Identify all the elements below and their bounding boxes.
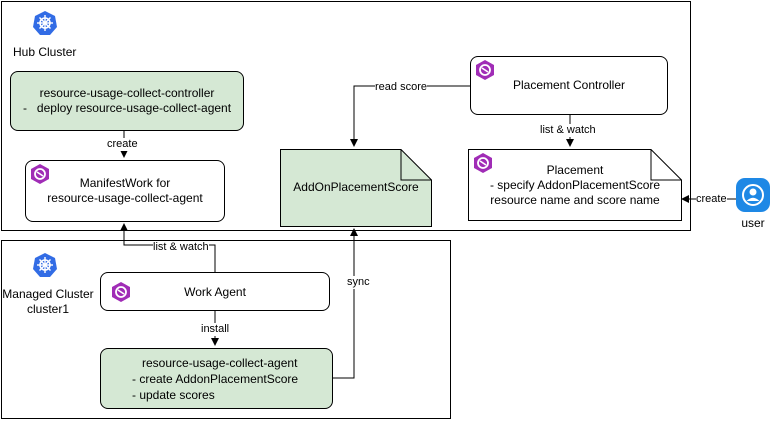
work-agent-label: Work Agent — [184, 285, 246, 299]
hub-cluster-label: Hub Cluster — [13, 45, 77, 59]
placement-controller-box[interactable] — [470, 56, 668, 115]
manifestwork-box-subtitle: resource-usage-collect-agent — [47, 191, 203, 205]
edge-label-list-watch-placement: list & watch — [540, 124, 596, 137]
agent-box-detail-2: - update scores — [132, 388, 215, 402]
edge-label-list-watch-hub: list & watch — [153, 241, 209, 254]
agent-box[interactable] — [100, 348, 333, 409]
user-icon[interactable] — [736, 178, 770, 212]
edge-label-read-score: read score — [375, 81, 427, 94]
managed-cluster-label: Managed Cluster — [2, 287, 94, 301]
addon-score-note[interactable] — [280, 149, 432, 227]
agent-box-title: resource-usage-collect-agent — [142, 356, 298, 370]
placement-note[interactable] — [468, 149, 682, 221]
managed-cluster-frame — [1, 240, 451, 419]
controller-box-detail: - deploy resource-usage-collect-agent — [22, 101, 232, 115]
manifestwork-box-title: ManifestWork for — [79, 176, 171, 190]
controller-box[interactable] — [10, 71, 244, 131]
edge-label-install: install — [201, 323, 230, 336]
manifestwork-box[interactable] — [25, 160, 225, 222]
placement-detail-1: - specify AddonPlacementScore — [489, 178, 661, 192]
placement-detail-2: resource name and score name — [490, 193, 660, 207]
kubernetes-icon — [33, 11, 57, 35]
managed-cluster-name: cluster1 — [26, 302, 70, 316]
kubernetes-icon — [33, 253, 57, 277]
addon-score-label: AddOnPlacementScore — [293, 180, 419, 194]
placement-controller-label: Placement Controller — [512, 78, 626, 92]
edge-read-score — [350, 85, 470, 147]
controller-box-title: resource-usage-collect-controller — [39, 86, 215, 100]
edge-label-user-create: create — [696, 193, 727, 206]
user-label: user — [741, 216, 765, 230]
ocm-icon — [474, 153, 492, 173]
edge-label-create: create — [107, 138, 138, 151]
work-agent-box[interactable] — [100, 272, 330, 311]
hub-cluster-frame — [1, 1, 691, 231]
edge-label-sync: sync — [347, 276, 370, 289]
placement-title: Placement — [546, 163, 604, 177]
ocm-icon — [476, 60, 494, 80]
agent-box-detail-1: - create AddonPlacementScore — [132, 372, 299, 386]
edge-sync — [333, 228, 358, 379]
ocm-icon — [31, 164, 49, 184]
ocm-icon — [112, 282, 130, 302]
